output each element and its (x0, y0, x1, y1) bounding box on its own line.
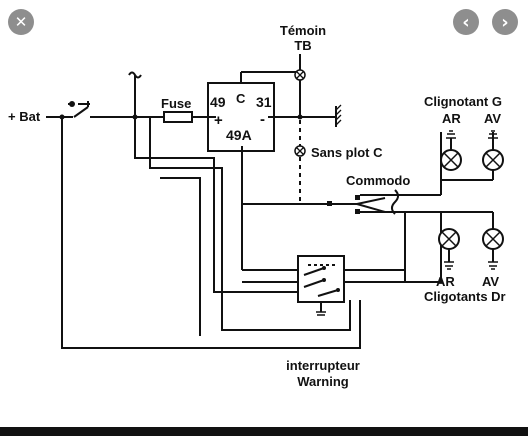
feeder-wires (61, 71, 442, 349)
clignotants-dr-label: Cligotants Dr (424, 289, 506, 304)
commodo-label: Commodo (346, 173, 410, 188)
flasher-relay (207, 71, 336, 270)
fuse-symbol (163, 111, 193, 123)
temoin-lamp (294, 54, 306, 120)
ground-symbol (335, 104, 342, 127)
sans-plot-lamp (294, 120, 306, 202)
clignotants-dr-lamps (438, 211, 504, 270)
fuse-label: Fuse (161, 96, 191, 111)
relay-49-label: 49 (210, 94, 226, 110)
temoin-tb-label: TB (294, 38, 311, 53)
ar-top-label: AR (442, 111, 461, 126)
sans-plot-label: Sans plot C (311, 145, 383, 160)
av-top-label: AV (484, 111, 501, 126)
warning-label: Warning (297, 374, 349, 389)
relay-31-label: 31 (256, 94, 272, 110)
clignotant-g-lamps (440, 130, 504, 195)
chevron-left-icon[interactable]: ‹ (453, 9, 479, 35)
bat-label: + Bat (8, 109, 41, 124)
temoin-label: Témoin (280, 23, 326, 38)
bottom-bar (0, 427, 528, 436)
close-icon[interactable]: ✕ (8, 9, 34, 35)
relay-c-label: C (236, 91, 246, 106)
warning-switch (297, 255, 345, 316)
interrupteur-label: interrupteur (286, 358, 360, 373)
av-bottom-label: AV (482, 274, 499, 289)
clignotant-g-label: Clignotant G (424, 94, 502, 109)
relay-49a-label: 49A (226, 127, 252, 143)
relay-plus-label: + (214, 112, 223, 129)
commodo-switch (242, 189, 441, 282)
chevron-right-icon[interactable]: › (492, 9, 518, 35)
relay-minus-label: - (260, 111, 265, 128)
